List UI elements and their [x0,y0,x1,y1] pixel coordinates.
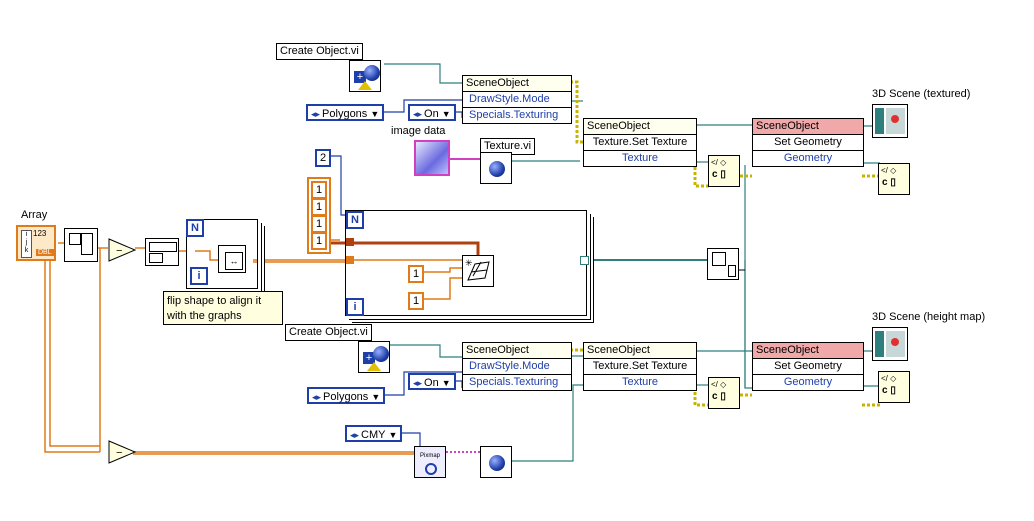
texturing-ring-bottom[interactable]: ◂▸On▼ [408,373,456,390]
drawstyle-value-top: Polygons [322,108,368,120]
colormap-ring[interactable]: ◂▸CMY▼ [345,425,403,442]
subtract-function-top[interactable]: − [108,238,136,262]
invoke-node-bottom-1[interactable]: SceneObject Texture.Set Texture Texture [583,342,697,391]
svg-text:−: − [116,447,122,459]
create-object-top-icon[interactable]: + [349,60,381,92]
const-one-d[interactable]: 1 [311,232,327,250]
property-drawstyle[interactable]: DrawStyle.Mode [463,92,571,108]
close-reference-top-b[interactable]: </ ◇c ▯ [878,163,910,195]
invoke-method-b[interactable]: Texture.Set Texture [584,359,696,375]
invoke-header: SceneObject [584,119,696,135]
invoke-header-b: SceneObject [584,343,696,359]
comment-flip-shape: flip shape to align it with the graphs [163,291,283,325]
loop-count-terminal-big: N [346,211,364,229]
loop-tunnel-b [346,256,354,264]
invoke-param-geometry-b[interactable]: Geometry [783,376,833,388]
image-data-label: image data [391,125,446,137]
invoke-param[interactable]: Texture [621,152,659,164]
close-reference-bottom-a[interactable]: </ ◇c ▯ [708,377,740,409]
invoke-node-top-1[interactable]: SceneObject Texture.Set Texture Texture [583,118,697,167]
subtract-function-bottom[interactable]: − [108,440,136,464]
invoke-node-top-2[interactable]: SceneObject Set Geometry Geometry [752,118,864,167]
drawstyle-ring-bottom[interactable]: ◂▸Polygons▼ [307,387,386,404]
image-data-control[interactable] [414,140,450,176]
invoke-param-b[interactable]: Texture [621,376,659,388]
scene-textured-label: 3D Scene (textured) [872,88,971,100]
property-texturing[interactable]: Specials.Texturing [469,109,559,121]
array-label: Array [21,209,48,221]
close-reference-bottom-b[interactable]: </ ◇c ▯ [878,371,910,403]
invoke-method-geometry[interactable]: Set Geometry [753,135,863,151]
texturing-value-bottom: On [424,377,439,389]
invoke-header-red-b: SceneObject [753,343,863,359]
loop-iteration-terminal-big: i [346,298,364,316]
array-icon-dbl: DBL [36,249,54,256]
loop-iteration-terminal-small: i [190,267,208,285]
property-node-top-1[interactable]: SceneObject DrawStyle.Mode Specials.Text… [462,75,572,124]
invoke-method[interactable]: Texture.Set Texture [584,135,696,151]
array-size-function[interactable] [64,228,98,262]
const-two[interactable]: 2 [315,149,331,167]
reshape-array-function[interactable] [145,238,179,266]
texture-vi-bottom-icon[interactable] [480,446,512,478]
property-texturing-b[interactable]: Specials.Texturing [469,376,559,388]
invoke-node-bottom-2[interactable]: SceneObject Set Geometry Geometry [752,342,864,391]
texturing-ring-top[interactable]: ◂▸On▼ [408,104,456,121]
drawstyle-ring-top[interactable]: ◂▸Polygons▼ [306,104,385,121]
const-one-b[interactable]: 1 [311,198,327,216]
texture-vi-icon[interactable] [480,152,512,184]
loop-count-terminal-small: N [186,219,204,237]
pixmap-label: Pixmap [419,453,440,459]
property-drawstyle-b[interactable]: DrawStyle.Mode [463,359,571,375]
drawstyle-value-bottom: Polygons [323,391,369,403]
create-object-bottom-label: Create Object.vi [285,324,372,341]
const-one-e[interactable]: 1 [408,265,424,283]
const-one-c[interactable]: 1 [311,215,327,233]
const-one-a[interactable]: 1 [311,181,327,199]
svg-text:✳: ✳ [465,258,473,268]
invoke-param-geometry[interactable]: Geometry [783,152,833,164]
pixmap-function[interactable]: Pixmap [414,446,446,478]
loop-tunnel-out [580,256,589,265]
loop-tunnel-a [346,238,354,246]
texturing-value-top: On [424,108,439,120]
mesh-build-function[interactable] [707,248,739,280]
array-icon-text: 123 [33,229,47,238]
create-object-bottom-icon[interactable]: + [358,341,390,373]
close-reference-top-a[interactable]: </ ◇c ▯ [708,155,740,187]
invoke-method-geometry-b[interactable]: Set Geometry [753,359,863,375]
reverse-array-function[interactable]: ↔ [218,245,246,273]
invoke-header-red: SceneObject [753,119,863,135]
property-header-b: SceneObject [463,343,571,359]
svg-text:−: − [116,245,122,257]
create-mesh-function[interactable]: ✳ [462,255,494,287]
create-object-top-label: Create Object.vi [276,43,363,60]
scene-textured-indicator[interactable] [872,104,908,138]
const-one-f[interactable]: 1 [408,292,424,310]
property-node-bottom-1[interactable]: SceneObject DrawStyle.Mode Specials.Text… [462,342,572,391]
scene-heightmap-indicator[interactable] [872,327,908,361]
for-loop-flip[interactable] [186,219,258,289]
property-header: SceneObject [463,76,571,92]
scene-heightmap-label: 3D Scene (height map) [872,311,986,323]
colormap-value: CMY [361,429,386,441]
